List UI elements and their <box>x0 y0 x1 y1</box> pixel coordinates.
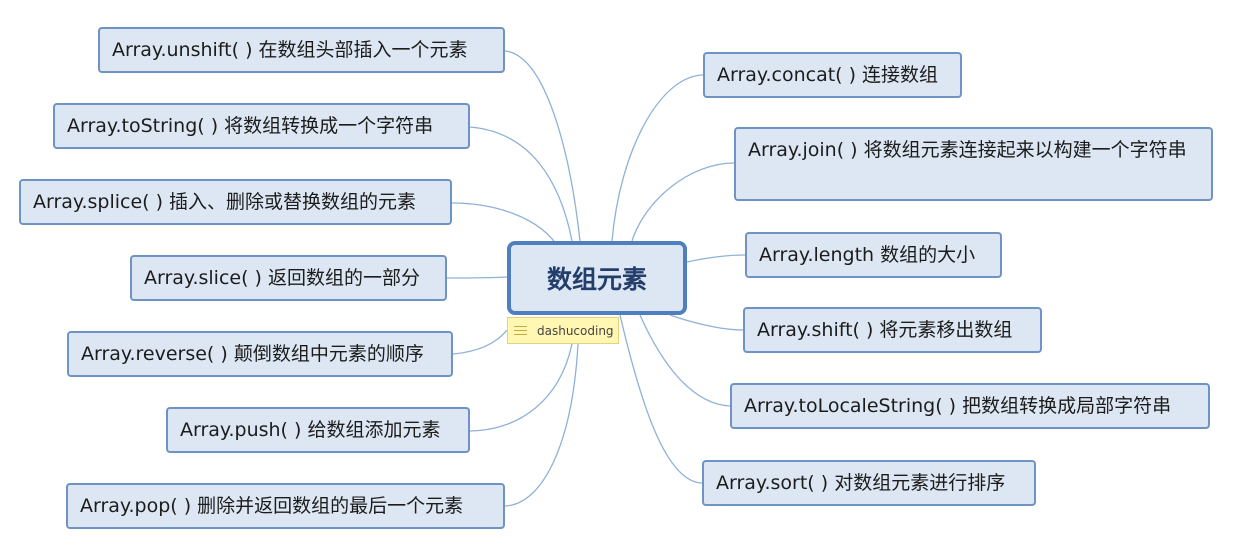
note-tag[interactable]: dashucoding <box>507 317 619 344</box>
node-array-pop[interactable]: Array.pop( ) 删除并返回数组的最后一个元素 <box>66 483 505 529</box>
node-label: Array.toLocaleString( ) 把数组转换成局部字符串 <box>744 395 1172 417</box>
node-array-tostring[interactable]: Array.toString( ) 将数组转换成一个字符串 <box>53 103 470 149</box>
node-array-reverse[interactable]: Array.reverse( ) 颠倒数组中元素的顺序 <box>67 331 453 377</box>
node-array-splice[interactable]: Array.splice( ) 插入、删除或替换数组的元素 <box>19 179 452 225</box>
node-label: Array.toString( ) 将数组转换成一个字符串 <box>67 115 434 137</box>
node-label: Array.reverse( ) 颠倒数组中元素的顺序 <box>81 343 424 365</box>
node-label: Array.concat( ) 连接数组 <box>717 64 939 86</box>
node-array-shift[interactable]: Array.shift( ) 将元素移出数组 <box>743 307 1042 353</box>
node-array-slice[interactable]: Array.slice( ) 返回数组的一部分 <box>130 255 447 301</box>
node-array-sort[interactable]: Array.sort( ) 对数组元素进行排序 <box>702 460 1036 506</box>
node-array-concat[interactable]: Array.concat( ) 连接数组 <box>703 52 962 98</box>
node-array-unshift[interactable]: Array.unshift( ) 在数组头部插入一个元素 <box>98 27 505 73</box>
central-topic-label: 数组元素 <box>546 265 647 294</box>
node-array-join[interactable]: Array.join( ) 将数组元素连接起来以构建一个字符串 <box>734 127 1213 201</box>
node-label: Array.push( ) 给数组添加元素 <box>180 419 441 441</box>
node-array-length[interactable]: Array.length 数组的大小 <box>745 232 1002 278</box>
node-label: Array.join( ) 将数组元素连接起来以构建一个字符串 <box>748 139 1187 161</box>
note-icon <box>514 325 527 337</box>
note-label: dashucoding <box>537 323 614 338</box>
node-label: Array.unshift( ) 在数组头部插入一个元素 <box>112 39 468 61</box>
node-array-push[interactable]: Array.push( ) 给数组添加元素 <box>166 407 470 453</box>
central-topic[interactable]: 数组元素 <box>507 241 687 315</box>
node-label: Array.sort( ) 对数组元素进行排序 <box>716 472 1006 494</box>
node-array-tolocalestring[interactable]: Array.toLocaleString( ) 把数组转换成局部字符串 <box>730 383 1210 429</box>
node-label: Array.slice( ) 返回数组的一部分 <box>144 267 421 289</box>
node-label: Array.splice( ) 插入、删除或替换数组的元素 <box>33 191 417 213</box>
node-label: Array.shift( ) 将元素移出数组 <box>757 319 1013 341</box>
node-label: Array.length 数组的大小 <box>759 244 976 266</box>
node-label: Array.pop( ) 删除并返回数组的最后一个元素 <box>80 495 464 517</box>
